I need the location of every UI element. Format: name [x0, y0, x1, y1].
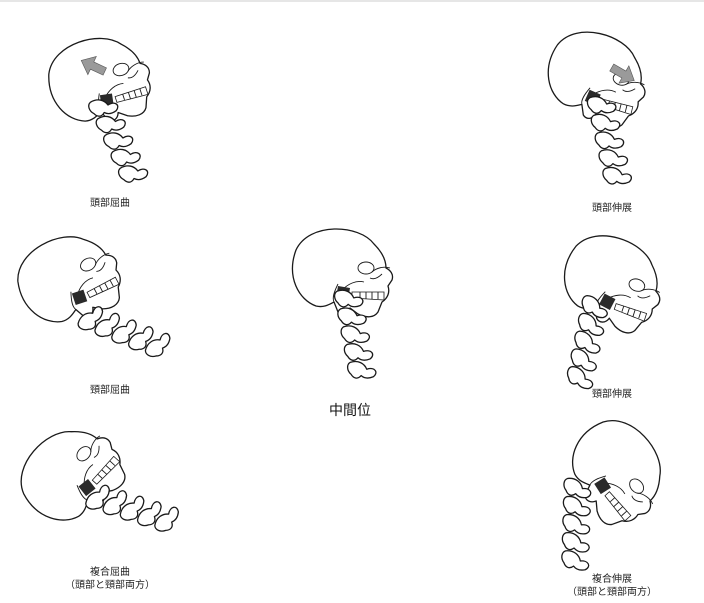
head-flexion-drawing	[38, 23, 162, 189]
neck-extension-drawing	[551, 224, 675, 391]
combined-flexion-label-2: （頭部と頸部両方）	[65, 580, 155, 591]
neck-extension-label: 頸部伸展	[592, 389, 632, 400]
neck-flexion-figure	[4, 216, 188, 376]
top-border	[0, 0, 704, 2]
head-extension-drawing	[537, 22, 657, 187]
neck-extension-figure	[532, 224, 682, 391]
combined-extension-label-1: 複合伸展	[592, 574, 632, 585]
combined-extension-figure	[530, 404, 690, 572]
neck-flexion-drawing	[4, 216, 173, 369]
head-flexion-figure	[38, 23, 168, 196]
head-extension-figure	[537, 22, 670, 194]
head-extension-label: 頭部伸展	[592, 203, 632, 214]
neutral-figure	[282, 218, 412, 388]
neck-flexion-label: 頸部屈曲	[90, 385, 130, 396]
combined-flexion-label-1: 複合屈曲	[90, 567, 130, 578]
neutral-label: 中間位	[329, 403, 371, 419]
neutral-drawing	[291, 228, 394, 381]
combined-extension-label-2: （頭部と頸部両方）	[567, 587, 657, 598]
combined-extension-drawing	[550, 404, 685, 572]
combined-flexion-drawing	[5, 407, 181, 544]
head-flexion-label: 頭部屈曲	[90, 198, 130, 209]
combined-flexion-figure	[5, 407, 192, 555]
